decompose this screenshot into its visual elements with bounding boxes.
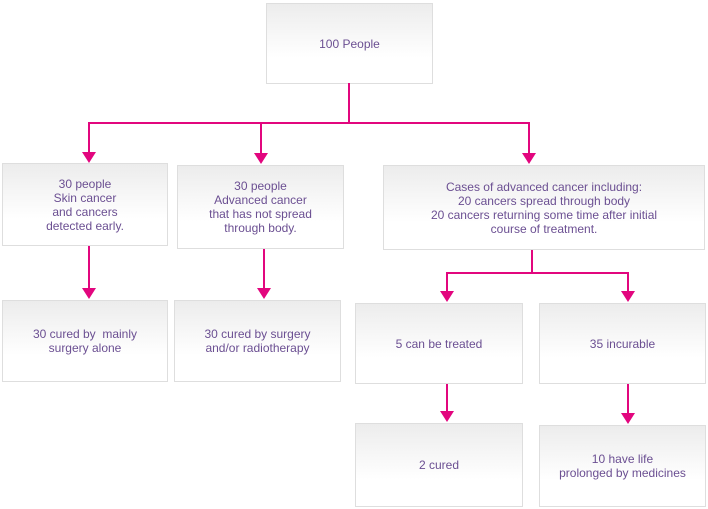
node-text-line: 100 People bbox=[319, 36, 380, 51]
node-text-line: 20 cancers spread through body bbox=[457, 193, 631, 208]
arrowhead-down-icon bbox=[82, 288, 96, 299]
node-text-line: 20 cancers returning some time after ini… bbox=[430, 207, 658, 222]
connector-to-incurable bbox=[627, 272, 629, 292]
connector-to-early bbox=[88, 122, 90, 153]
node-text-line: and cancers bbox=[52, 204, 118, 219]
node-text-line: 30 people bbox=[58, 176, 112, 191]
node-text-line: Skin cancer bbox=[53, 190, 117, 205]
node-cured: 2 cured bbox=[355, 423, 523, 507]
node-text-line: prolonged by medicines bbox=[559, 466, 686, 480]
connector-to-curedradio bbox=[263, 249, 265, 289]
node-100-people: 100 People bbox=[266, 3, 433, 84]
node-text-line: that has not spread bbox=[209, 207, 312, 221]
arrowhead-down-icon bbox=[257, 288, 271, 299]
node-can-be-treated: 5 can be treated bbox=[355, 303, 523, 384]
node-text-line: 30 people bbox=[234, 179, 287, 193]
node-text-line: 30 cured by surgery bbox=[204, 327, 311, 341]
node-text-line: and/or radiotherapy bbox=[205, 341, 310, 355]
node-text-line: 10 have life bbox=[591, 452, 654, 466]
node-text-line: 30 cured by mainly bbox=[32, 327, 138, 341]
node-incurable: 35 incurable bbox=[539, 303, 706, 384]
arrowhead-down-icon bbox=[440, 291, 454, 302]
node-skin-cancer-detected-early: 30 people Skin cancer and cancers detect… bbox=[2, 163, 168, 246]
arrowhead-down-icon bbox=[621, 413, 635, 424]
connector-branch1-horizontal bbox=[89, 122, 530, 124]
arrowhead-down-icon bbox=[522, 153, 536, 164]
node-text-line: 35 incurable bbox=[589, 336, 656, 351]
arrowhead-down-icon bbox=[440, 411, 454, 422]
node-text-line: 5 can be treated bbox=[395, 336, 483, 351]
connector-to-treatable bbox=[446, 272, 448, 292]
node-text-line: 2 cured bbox=[418, 458, 460, 472]
node-advanced-cancer-cases: Cases of advanced cancer including: 20 c… bbox=[383, 165, 705, 250]
node-text-line: through body. bbox=[224, 221, 297, 235]
arrowhead-down-icon bbox=[254, 153, 268, 164]
node-text-line: Cases of advanced cancer including: bbox=[445, 179, 643, 194]
arrowhead-down-icon bbox=[82, 152, 96, 163]
node-cured-surgery-alone: 30 cured by mainly surgery alone bbox=[2, 300, 168, 382]
connector-to-advanced bbox=[528, 122, 530, 153]
connector-to-notspread bbox=[260, 122, 262, 153]
arrowhead-down-icon bbox=[621, 291, 635, 302]
node-advanced-not-spread: 30 people Advanced cancer that has not s… bbox=[177, 165, 344, 249]
node-text-line: course of treatment. bbox=[490, 221, 598, 236]
connector-advanced-stem bbox=[531, 250, 533, 274]
connector-to-curedsurgery bbox=[88, 246, 90, 289]
node-text-line: Advanced cancer bbox=[214, 193, 307, 207]
connector-root-stem bbox=[348, 83, 350, 124]
connector-to-curedtwo bbox=[446, 384, 448, 412]
node-text-line: surgery alone bbox=[48, 341, 122, 355]
node-text-line: detected early. bbox=[46, 218, 124, 233]
connector-to-prolonged bbox=[627, 384, 629, 413]
node-cured-surgery-radiotherapy: 30 cured by surgery and/or radiotherapy bbox=[174, 300, 341, 382]
node-life-prolonged: 10 have life prolonged by medicines bbox=[539, 425, 706, 507]
connector-branch2-horizontal bbox=[446, 272, 628, 274]
